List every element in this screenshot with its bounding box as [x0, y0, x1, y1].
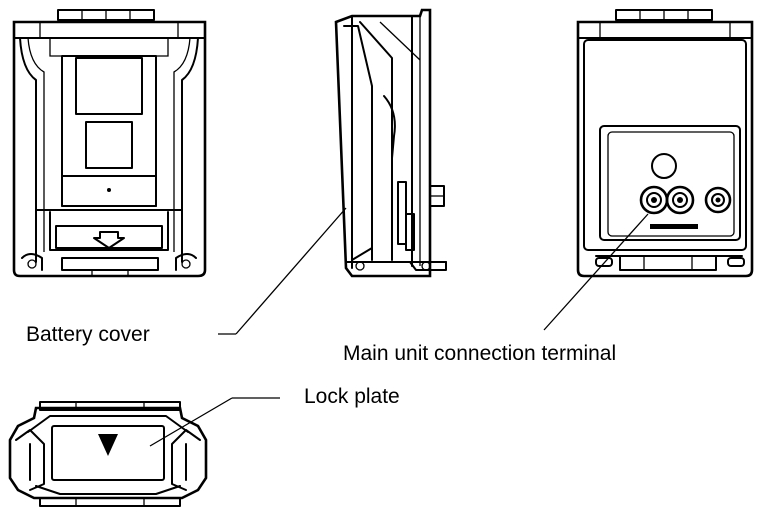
front-view	[12, 9, 207, 278]
bottom-view	[8, 401, 208, 507]
back-view	[576, 9, 754, 278]
side-view	[334, 8, 447, 278]
lock-plate-label: Lock plate	[304, 385, 400, 408]
main-unit-connection-terminal-label: Main unit connection terminal	[343, 342, 617, 365]
leader-lines	[149, 207, 649, 447]
battery-cover-label: Battery cover	[26, 323, 150, 346]
